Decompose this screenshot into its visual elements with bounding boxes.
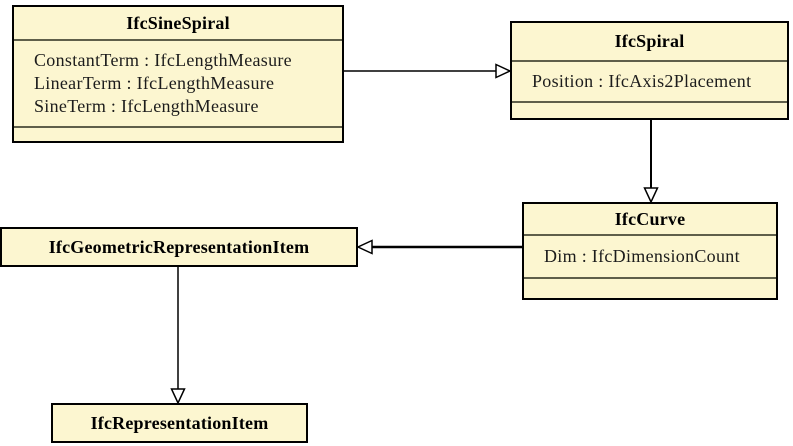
inheritance-arrow-ifcgeometricrepresentationitem-to-ifcrepresentationitem (170, 267, 186, 405)
class-attribute: ConstantTerm : IfcLengthMeasure (34, 50, 292, 70)
attributes-compartment: Position : IfcAxis2Placement (512, 60, 787, 101)
class-name: IfcRepresentationItem (90, 412, 269, 433)
class-box-ifcrepresentationitem: IfcRepresentationItem (51, 403, 308, 443)
class-box-ifcspiral: IfcSpiral Position : IfcAxis2Placement (510, 21, 789, 120)
class-attribute: SineTerm : IfcLengthMeasure (34, 96, 259, 116)
inheritance-arrow-ifccurve-to-ifcgeometricrepresentationitem (356, 239, 522, 255)
hollow-triangle-arrowhead (495, 63, 512, 79)
operations-compartment-empty (512, 101, 787, 118)
hollow-triangle-arrowhead (643, 187, 659, 204)
inheritance-arrow-ifcsinespiral-to-ifcspiral (344, 63, 512, 79)
class-name: IfcSpiral (614, 31, 685, 51)
attributes-compartment: Dim : IfcDimensionCount (524, 234, 776, 277)
operations-compartment-empty (524, 277, 776, 298)
class-name: IfcSineSpiral (126, 12, 230, 33)
class-attribute: Dim : IfcDimensionCount (544, 246, 740, 266)
class-box-ifcgeometricrepresentationitem: IfcGeometricRepresentationItem (0, 227, 358, 267)
class-name: IfcCurve (614, 208, 686, 229)
class-attribute: Position : IfcAxis2Placement (532, 71, 752, 91)
class-name: IfcGeometricRepresentationItem (48, 236, 310, 257)
hollow-triangle-arrowhead (356, 239, 373, 255)
operations-compartment-empty (14, 126, 342, 141)
class-box-ifccurve: IfcCurve Dim : IfcDimensionCount (522, 202, 778, 300)
hollow-triangle-arrowhead (170, 388, 186, 405)
class-box-ifcsinespiral: IfcSineSpiral ConstantTerm : IfcLengthMe… (12, 5, 344, 143)
inheritance-arrow-ifcspiral-to-ifccurve (643, 120, 659, 204)
attributes-compartment: ConstantTerm : IfcLengthMeasure LinearTe… (14, 39, 342, 126)
class-attribute: LinearTerm : IfcLengthMeasure (34, 73, 275, 93)
